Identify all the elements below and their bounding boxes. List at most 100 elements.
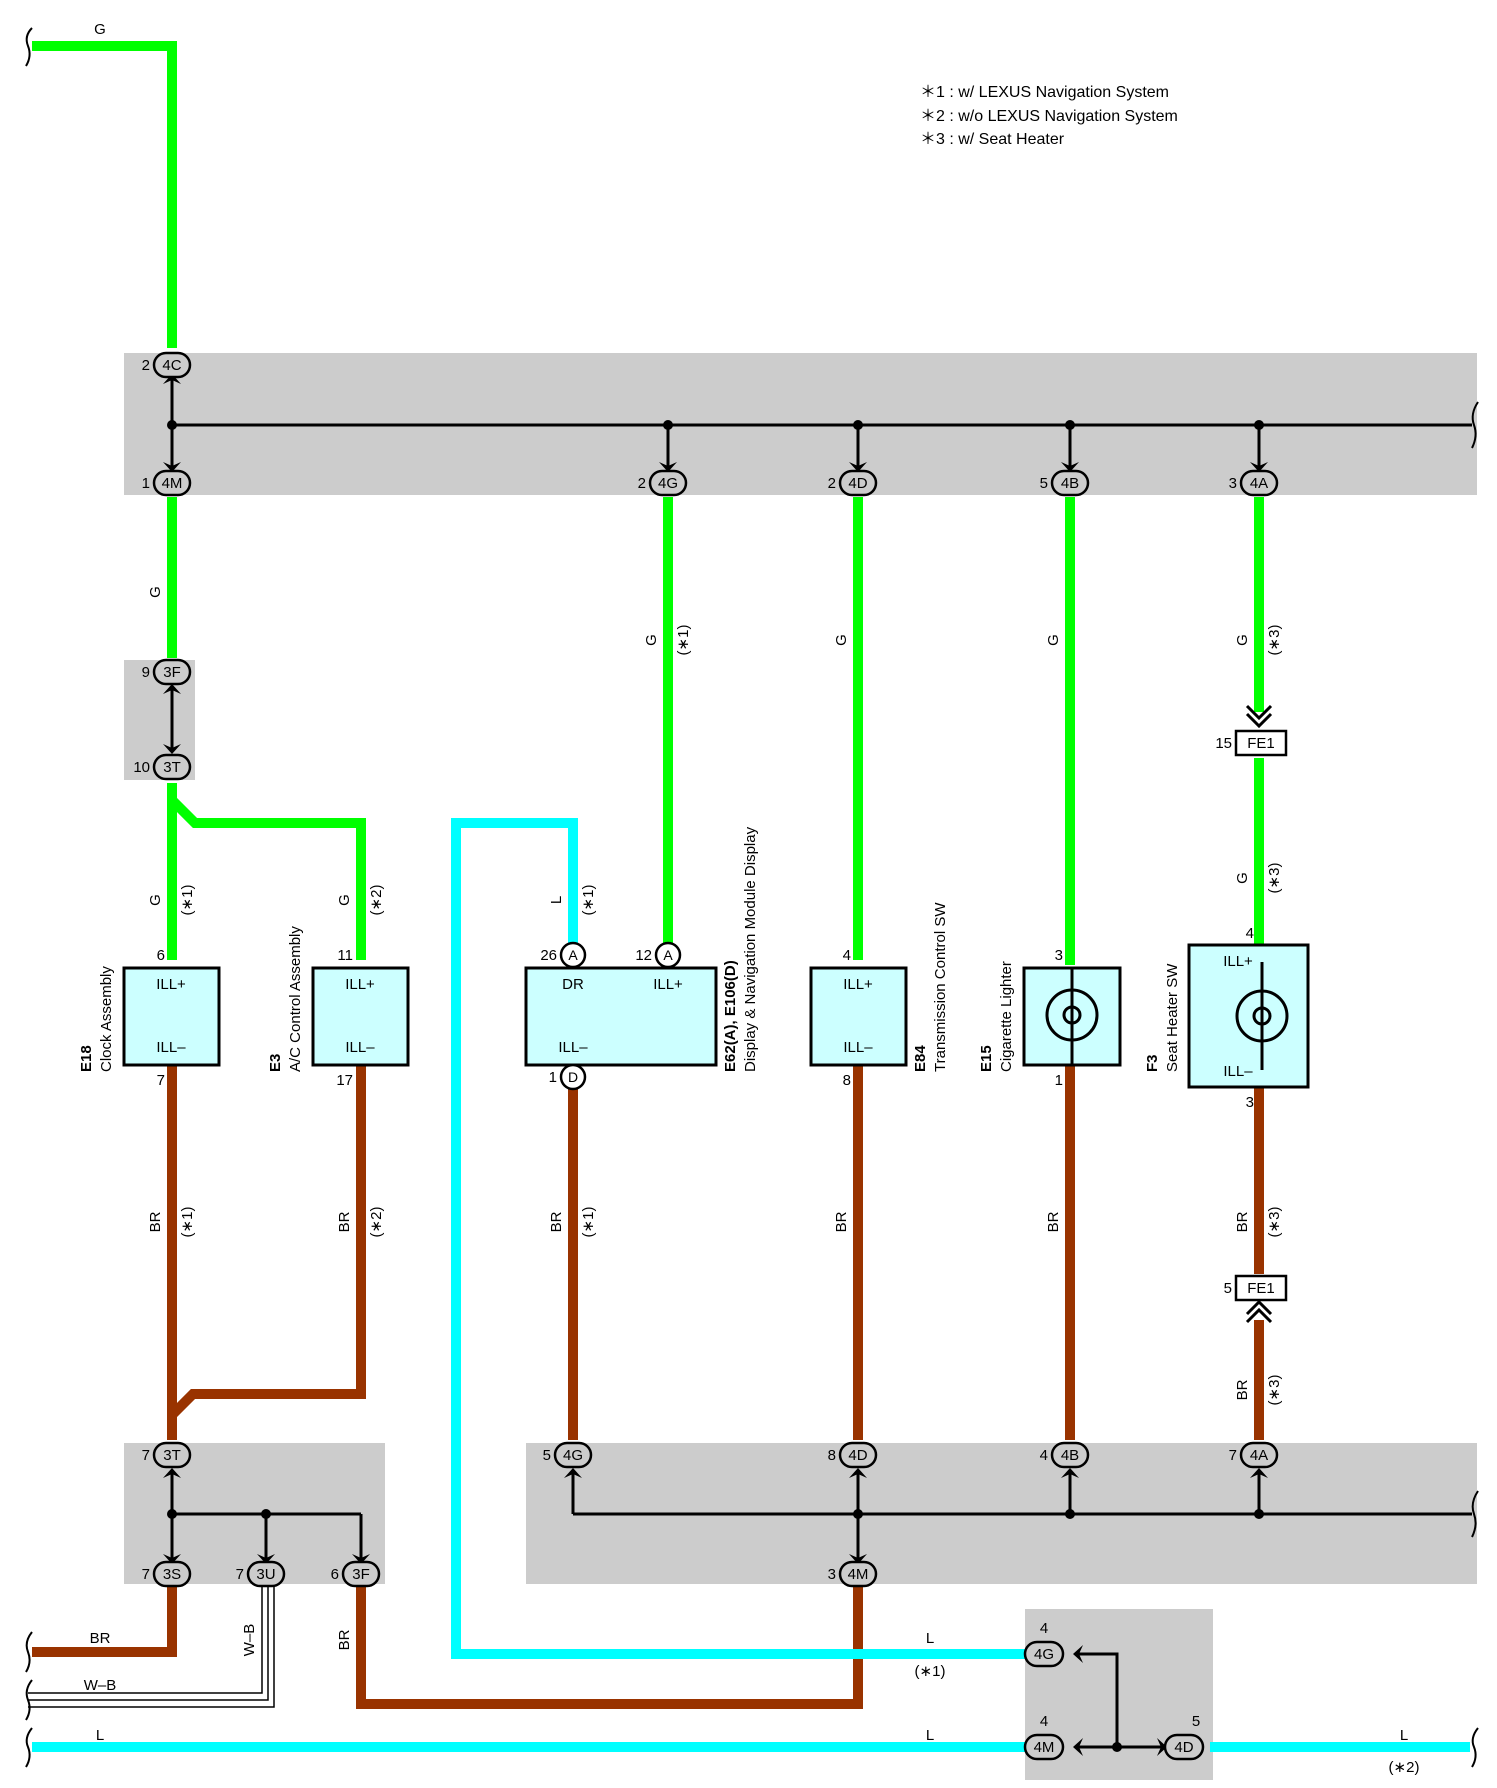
svg-text:(∗1): (∗1): [179, 885, 196, 916]
svg-text:ILL–: ILL–: [345, 1039, 375, 1056]
svg-text:ILL–: ILL–: [558, 1039, 588, 1056]
svg-text:L: L: [96, 1727, 104, 1744]
svg-text:G: G: [147, 586, 164, 598]
svg-text:1: 1: [1055, 1072, 1063, 1089]
svg-text:L: L: [926, 1630, 934, 1647]
svg-text:5: 5: [1192, 1713, 1200, 1730]
svg-text:7: 7: [236, 1566, 244, 1583]
svg-text:5: 5: [543, 1447, 551, 1464]
svg-text:W–B: W–B: [84, 1677, 117, 1694]
svg-text:1: 1: [142, 475, 150, 492]
svg-text:(∗2): (∗2): [1389, 1759, 1420, 1776]
svg-text:5: 5: [1040, 475, 1048, 492]
svg-text:10: 10: [133, 759, 150, 776]
e3-code: E3: [267, 1054, 284, 1072]
svg-text:ILL+: ILL+: [345, 976, 375, 993]
svg-text:G: G: [643, 634, 660, 646]
svg-text:4: 4: [843, 947, 851, 964]
svg-text:6: 6: [331, 1566, 339, 1583]
svg-text:3: 3: [1229, 475, 1237, 492]
svg-text:ILL+: ILL+: [1223, 953, 1253, 970]
svg-text:8: 8: [843, 1072, 851, 1089]
svg-text:7: 7: [1229, 1447, 1237, 1464]
note-1: ＊1 : w/ LEXUS Navigation System: [920, 84, 1169, 101]
svg-text:8: 8: [828, 1447, 836, 1464]
svg-text:4B: 4B: [1061, 1447, 1079, 1464]
wire-labels-horizontal: G BR W–B L L (∗1) L L (∗2): [84, 21, 1420, 1776]
wire-labels-vertical: G G (∗1) G G G (∗3) G (∗3) G (∗1) G (∗2)…: [147, 586, 1283, 1656]
svg-text:3: 3: [828, 1566, 836, 1583]
svg-text:(∗1): (∗1): [675, 625, 692, 656]
f3-name: Seat Heater SW: [1164, 963, 1181, 1072]
svg-text:G: G: [94, 21, 106, 38]
transmission-control-sw-box[interactable]: [809, 966, 908, 1067]
svg-text:3: 3: [1055, 947, 1063, 964]
svg-text:BR: BR: [336, 1629, 353, 1650]
blue-wires: [32, 818, 1470, 1752]
svg-text:4A: 4A: [1250, 1447, 1268, 1464]
svg-text:(∗3): (∗3): [1266, 1375, 1283, 1406]
svg-text:(∗3): (∗3): [1266, 625, 1283, 656]
lamp-icons: [1045, 962, 1289, 1070]
connector-ovals: [152, 351, 1279, 1761]
svg-text:4D: 4D: [848, 475, 867, 492]
fe1-boxes: [1234, 729, 1288, 1302]
svg-text:26: 26: [540, 947, 557, 964]
svg-text:4C: 4C: [162, 357, 181, 374]
svg-text:FE1: FE1: [1247, 1280, 1275, 1297]
junction-dots: [167, 420, 1264, 1752]
display-navigation-module-box[interactable]: [524, 966, 718, 1067]
e15-code: E15: [978, 1045, 995, 1072]
svg-text:4D: 4D: [848, 1447, 867, 1464]
svg-text:4D: 4D: [1174, 1739, 1193, 1756]
svg-text:ILL+: ILL+: [156, 976, 186, 993]
svg-text:3: 3: [1246, 1094, 1254, 1111]
svg-text:DR: DR: [562, 976, 584, 993]
terminal-labels: ILL+ ILL– ILL+ ILL– DR ILL+ ILL– ILL+ IL…: [156, 953, 1253, 1080]
svg-text:3T: 3T: [163, 759, 181, 776]
svg-text:G: G: [147, 894, 164, 906]
svg-text:(∗2): (∗2): [368, 885, 385, 916]
svg-text:2: 2: [142, 357, 150, 374]
clock-assembly-box[interactable]: [122, 966, 221, 1067]
ac-control-assembly-box[interactable]: [311, 966, 410, 1067]
svg-text:A: A: [568, 947, 578, 963]
svg-text:BR: BR: [1234, 1211, 1251, 1232]
svg-text:(∗1): (∗1): [580, 1207, 597, 1238]
svg-text:7: 7: [142, 1447, 150, 1464]
svg-text:A: A: [663, 947, 673, 963]
notes-legend: ＊1 : w/ LEXUS Navigation System ＊2 : w/o…: [920, 84, 1178, 148]
svg-text:1: 1: [549, 1069, 557, 1086]
e84-code: E84: [912, 1045, 929, 1072]
svg-text:15: 15: [1215, 735, 1232, 752]
svg-text:D: D: [568, 1069, 578, 1085]
svg-text:BR: BR: [1234, 1379, 1251, 1400]
e18-name: Clock Assembly: [98, 966, 115, 1072]
svg-text:4G: 4G: [563, 1447, 583, 1464]
svg-text:4: 4: [1040, 1713, 1048, 1730]
svg-text:3T: 3T: [163, 1447, 181, 1464]
green-wires: [32, 41, 1264, 965]
svg-text:G: G: [336, 894, 353, 906]
arrow-heads: [163, 374, 1268, 1756]
svg-text:4G: 4G: [1034, 1646, 1054, 1663]
connector-codes: 4C 4M 4G 4D 4B 4A 3F 3T 3T 3S 3U 3F 4G 4…: [162, 357, 1275, 1756]
svg-text:G: G: [833, 634, 850, 646]
svg-text:L: L: [1400, 1727, 1408, 1744]
svg-text:6: 6: [157, 947, 165, 964]
fe1-chevrons: [1245, 704, 1273, 1324]
svg-text:3S: 3S: [163, 1566, 181, 1583]
e3-name: A/C Control Assembly: [287, 926, 304, 1072]
svg-text:9: 9: [142, 664, 150, 681]
svg-text:4B: 4B: [1061, 475, 1079, 492]
pin-numbers-top: 4 4 5: [1040, 1620, 1200, 1730]
svg-text:(∗1): (∗1): [179, 1207, 196, 1238]
svg-text:G: G: [1045, 634, 1062, 646]
svg-text:(∗1): (∗1): [915, 1663, 946, 1680]
svg-text:4M: 4M: [848, 1566, 869, 1583]
e18-code: E18: [78, 1045, 95, 1072]
svg-text:ILL–: ILL–: [1223, 1063, 1253, 1080]
svg-text:BR: BR: [833, 1211, 850, 1232]
svg-text:BR: BR: [147, 1211, 164, 1232]
